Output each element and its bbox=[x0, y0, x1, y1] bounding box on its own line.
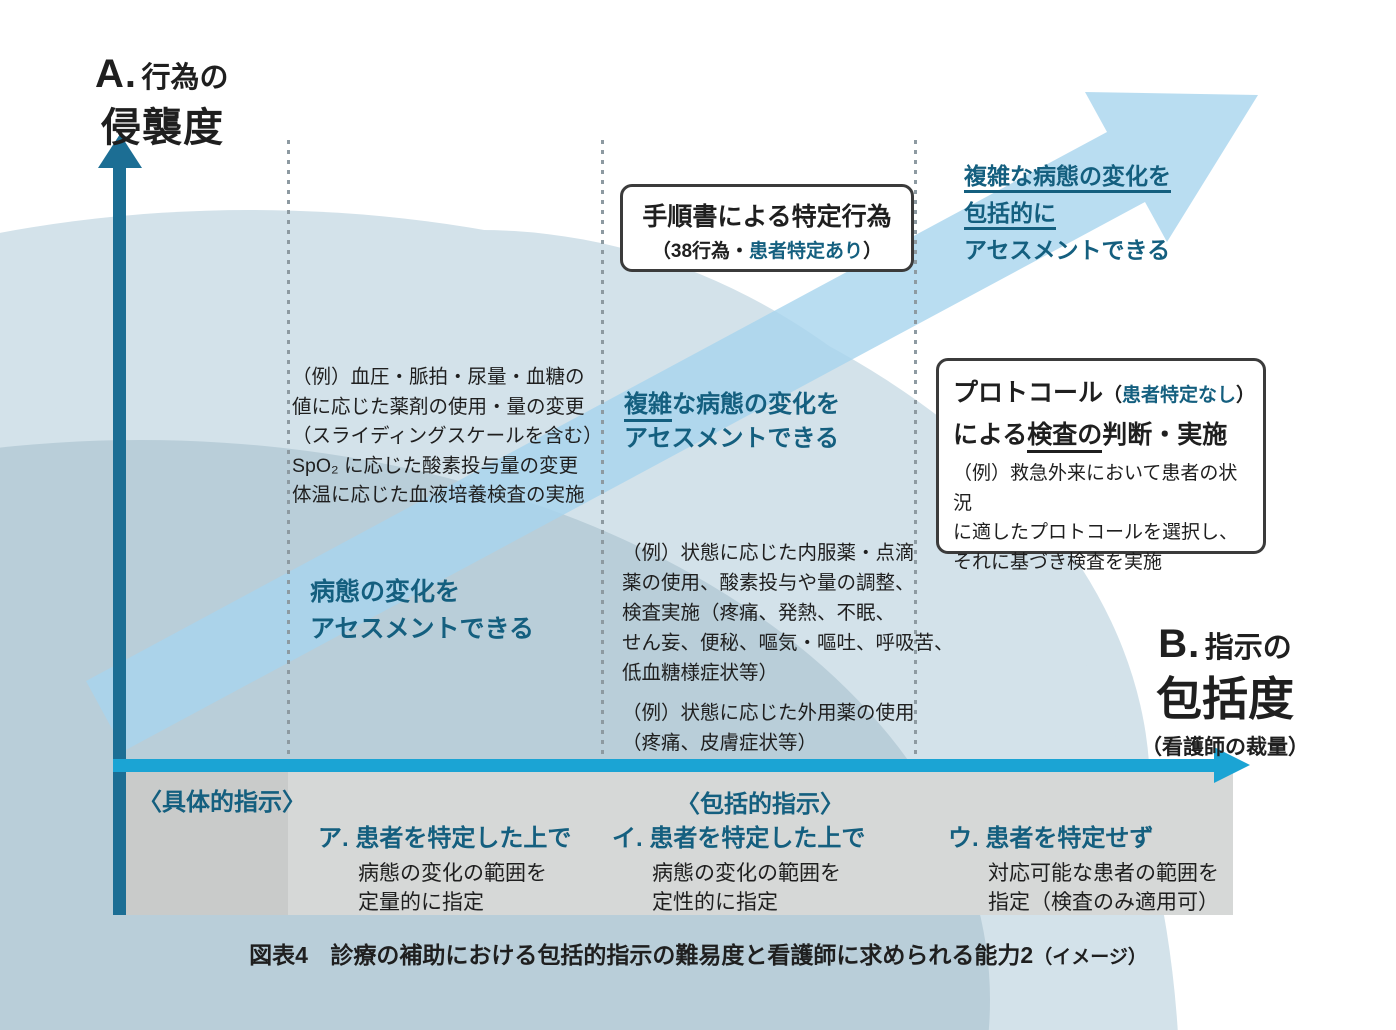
example-mid-line: （例）状態に応じた内服薬・点滴 bbox=[622, 542, 915, 564]
example-mid2-line: （例）状態に応じた外用薬の使用 bbox=[622, 702, 915, 724]
protocol-example-line: に適したプロトコールを選択し、 bbox=[953, 522, 1239, 543]
example-mid-line: せん妄、便秘、嘔気・嘔吐、呼吸苦、 bbox=[622, 632, 954, 654]
axis-b-letter: B. bbox=[1158, 622, 1201, 666]
ability-top-line3: アセスメントできる bbox=[964, 237, 1171, 263]
example-left-line: （スライディングスケールを含む） bbox=[292, 425, 603, 447]
item-u-line: 指定（検査のみ適用可） bbox=[988, 891, 1219, 914]
protocol-example: （例）救急外来において患者の状況 に適したプロトコールを選択し、 それに基づき検… bbox=[953, 459, 1249, 577]
ability-low-line1: 病態の変化を bbox=[310, 578, 461, 606]
protocol-accent: 患者特定なし bbox=[1122, 385, 1237, 406]
protocol-callout-box: プロトコール（患者特定なし） による検査の判断・実施 （例）救急外来において患者… bbox=[936, 358, 1266, 573]
example-mid2-line: （疼痛、皮膚症状等） bbox=[622, 732, 818, 754]
protocol-example-line: （例）救急外来において患者の状況 bbox=[953, 463, 1238, 514]
tejunsho-callout-box: 手順書による特定行為 （38行為・患者特定あり） bbox=[620, 184, 914, 272]
dotted-divider-1 bbox=[287, 140, 290, 915]
protocol-paren-close: ） bbox=[1236, 385, 1256, 406]
bottom-band-comprehensive bbox=[288, 772, 1233, 915]
bottom-item-u: ウ. 患者を特定せず 対応可能な患者の範囲を 指定（検査のみ適用可） bbox=[948, 818, 1219, 917]
example-mid-line: 低血糖様症状等） bbox=[622, 662, 779, 684]
bottom-item-i: イ. 患者を特定した上で 病態の変化の範囲を 定性的に指定 bbox=[612, 818, 865, 917]
example-left-line: （例）血圧・脈拍・尿量・血糖の bbox=[292, 366, 585, 388]
ability-low-text: 病態の変化を アセスメントできる bbox=[310, 574, 534, 648]
protocol-t2-pre: による bbox=[953, 421, 1028, 449]
item-a-line: 病態の変化の範囲を bbox=[358, 862, 547, 885]
ability-low-line2: アセスメントできる bbox=[310, 615, 535, 643]
ability-mid-rest: な病態の変化を bbox=[672, 391, 840, 418]
caption-suffix: （イメージ） bbox=[1033, 947, 1147, 968]
figure-caption: 図表4 診療の補助における包括的指示の難易度と看護師に求められる能力2（イメージ… bbox=[0, 936, 1396, 970]
example-left-block: （例）血圧・脈拍・尿量・血糖の 値に応じた薬剤の使用・量の変更 （スライディング… bbox=[292, 363, 603, 511]
axis-a-label: A. 行為の 侵襲度 bbox=[95, 52, 228, 153]
example-left-line: SpO₂ に応じた酸素投与量の変更 bbox=[292, 454, 579, 477]
ability-mid-underlined: 複雑 bbox=[624, 391, 672, 422]
example-left-line: 値に応じた薬剤の使用・量の変更 bbox=[292, 395, 585, 418]
up-arrow-icon bbox=[98, 134, 142, 168]
tejunsho-sub-accent: 患者特定あり bbox=[749, 241, 864, 262]
bottom-band-specific bbox=[126, 772, 288, 915]
right-arrow-icon bbox=[1214, 747, 1250, 783]
ability-top-line1: 複雑な病態の変化を bbox=[964, 163, 1171, 193]
protocol-paren-open: （ bbox=[1103, 385, 1123, 406]
ability-top-line2: 包括的に bbox=[964, 200, 1056, 230]
axis-a-letter: A. bbox=[95, 52, 137, 96]
caption-text: 診療の補助における包括的指示の難易度と看護師に求められる能力2 bbox=[330, 942, 1034, 968]
axis-b-big: 包括度 bbox=[1156, 673, 1294, 725]
ability-top-text: 複雑な病態の変化を 包括的に アセスメントできる bbox=[964, 158, 1171, 269]
tejunsho-subtitle: （38行為・患者特定あり） bbox=[623, 236, 911, 263]
axis-b-small: 指示の bbox=[1204, 632, 1292, 664]
dotted-divider-3 bbox=[914, 140, 917, 915]
bottom-item-a: ア. 患者を特定した上で 病態の変化の範囲を 定量的に指定 bbox=[318, 818, 571, 917]
example-mid-block-1: （例）状態に応じた内服薬・点滴 薬の使用、酸素投与や量の調整、 検査実施（疼痛、… bbox=[622, 538, 954, 688]
horizontal-axis-line bbox=[113, 759, 1216, 772]
item-a-head: ア. 患者を特定した上で bbox=[318, 825, 572, 852]
protocol-title-line2: による検査の判断・実施 bbox=[953, 415, 1249, 453]
dotted-divider-2 bbox=[601, 140, 604, 915]
protocol-t2-underline: 検査の bbox=[1027, 421, 1103, 453]
item-a-line: 定量的に指定 bbox=[358, 891, 484, 914]
axis-b-label: B. 指示の 包括度 （看護師の裁量） bbox=[1100, 622, 1350, 761]
example-mid-line: 検査実施（疼痛、発熱、不眠、 bbox=[622, 602, 896, 624]
example-mid-block-2: （例）状態に応じた外用薬の使用 （疼痛、皮膚症状等） bbox=[622, 698, 915, 758]
protocol-t2-post: 判断・実施 bbox=[1102, 421, 1228, 449]
axis-b-note: （看護師の裁量） bbox=[1141, 736, 1309, 759]
example-mid-line: 薬の使用、酸素投与や量の調整、 bbox=[622, 572, 915, 594]
protocol-example-line: それに基づき検査を実施 bbox=[953, 551, 1163, 573]
item-u-head: ウ. 患者を特定せず bbox=[948, 825, 1154, 852]
protocol-title-line1: プロトコール（患者特定なし） bbox=[953, 373, 1255, 409]
specific-instruction-label: 〈具体的指示〉 bbox=[138, 789, 306, 816]
example-left-line: 体温に応じた血液培養検査の実施 bbox=[292, 484, 585, 506]
axis-a-big: 侵襲度 bbox=[101, 106, 224, 150]
ability-mid-text: 複雑な病態の変化を アセスメントできる bbox=[624, 388, 840, 456]
item-u-line: 対応可能な患者の範囲を bbox=[988, 862, 1219, 885]
item-i-head: イ. 患者を特定した上で bbox=[612, 825, 866, 852]
protocol-title: プロトコール bbox=[953, 379, 1104, 407]
tejunsho-sub-post: ） bbox=[863, 241, 883, 262]
item-i-line: 病態の変化の範囲を bbox=[652, 862, 841, 885]
axis-a-small: 行為の bbox=[141, 62, 229, 94]
comprehensive-instruction-label: 〈包括的指示〉 bbox=[676, 791, 844, 818]
ability-mid-line2: アセスメントできる bbox=[624, 425, 840, 452]
caption-number: 図表4 bbox=[249, 942, 308, 968]
item-i-line: 定性的に指定 bbox=[652, 891, 778, 914]
vertical-axis-line bbox=[113, 160, 126, 915]
tejunsho-title: 手順書による特定行為 bbox=[642, 203, 892, 231]
tejunsho-sub-pre: （38行為・ bbox=[651, 241, 750, 262]
